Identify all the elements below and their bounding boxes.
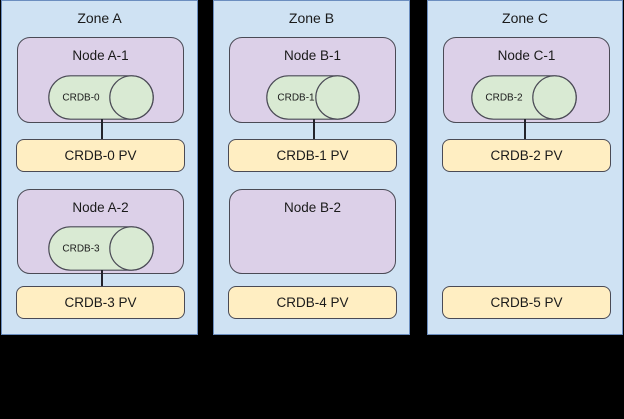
node-a-1-title: Node A-1: [72, 48, 129, 63]
crdb-2-cylinder[interactable]: CRDB-2: [471, 75, 577, 120]
crdb-4-pv-label: CRDB-4 PV: [276, 295, 349, 310]
zone-c-title: Zone C: [502, 10, 548, 26]
node-b-2[interactable]: Node B-2: [229, 189, 396, 274]
node-b-2-title: Node B-2: [283, 200, 342, 215]
crdb-3-connector: [101, 270, 103, 287]
zone-b[interactable]: Zone B Node B-1 CRDB-1 CRDB-1 PV Node B-…: [213, 0, 410, 335]
node-c-1-title: Node C-1: [497, 48, 556, 63]
node-b-1-title: Node B-1: [283, 48, 342, 63]
crdb-1-pv-label: CRDB-1 PV: [276, 148, 349, 163]
crdb-5-pv[interactable]: CRDB-5 PV: [442, 286, 611, 319]
zone-a[interactable]: Zone A Node A-1 CRDB-0 CRDB-0 PV Node A-…: [1, 0, 198, 335]
node-a-2-title: Node A-2: [72, 200, 129, 215]
crdb-0-pv-label: CRDB-0 PV: [64, 148, 137, 163]
zone-c[interactable]: Zone C Node C-1 CRDB-2 CRDB-2 PV CRDB-5 …: [427, 0, 623, 335]
crdb-1-connector: [313, 119, 315, 140]
crdb-3-pv[interactable]: CRDB-3 PV: [16, 286, 185, 319]
crdb-5-pv-label: CRDB-5 PV: [490, 295, 563, 310]
crdb-2-pv[interactable]: CRDB-2 PV: [442, 139, 611, 172]
crdb-3-cylinder[interactable]: CRDB-3: [48, 226, 154, 271]
crdb-2-connector: [524, 119, 526, 140]
crdb-1-pv[interactable]: CRDB-1 PV: [228, 139, 397, 172]
crdb-0-pv[interactable]: CRDB-0 PV: [16, 139, 185, 172]
crdb-3-pv-label: CRDB-3 PV: [64, 295, 137, 310]
crdb-0-connector: [101, 119, 103, 140]
crdb-0-cylinder[interactable]: CRDB-0: [48, 75, 154, 120]
zone-b-title: Zone B: [288, 10, 335, 26]
zone-a-title: Zone A: [77, 10, 122, 26]
crdb-4-pv[interactable]: CRDB-4 PV: [228, 286, 397, 319]
crdb-2-pv-label: CRDB-2 PV: [490, 148, 563, 163]
crdb-1-cylinder[interactable]: CRDB-1: [266, 75, 360, 120]
